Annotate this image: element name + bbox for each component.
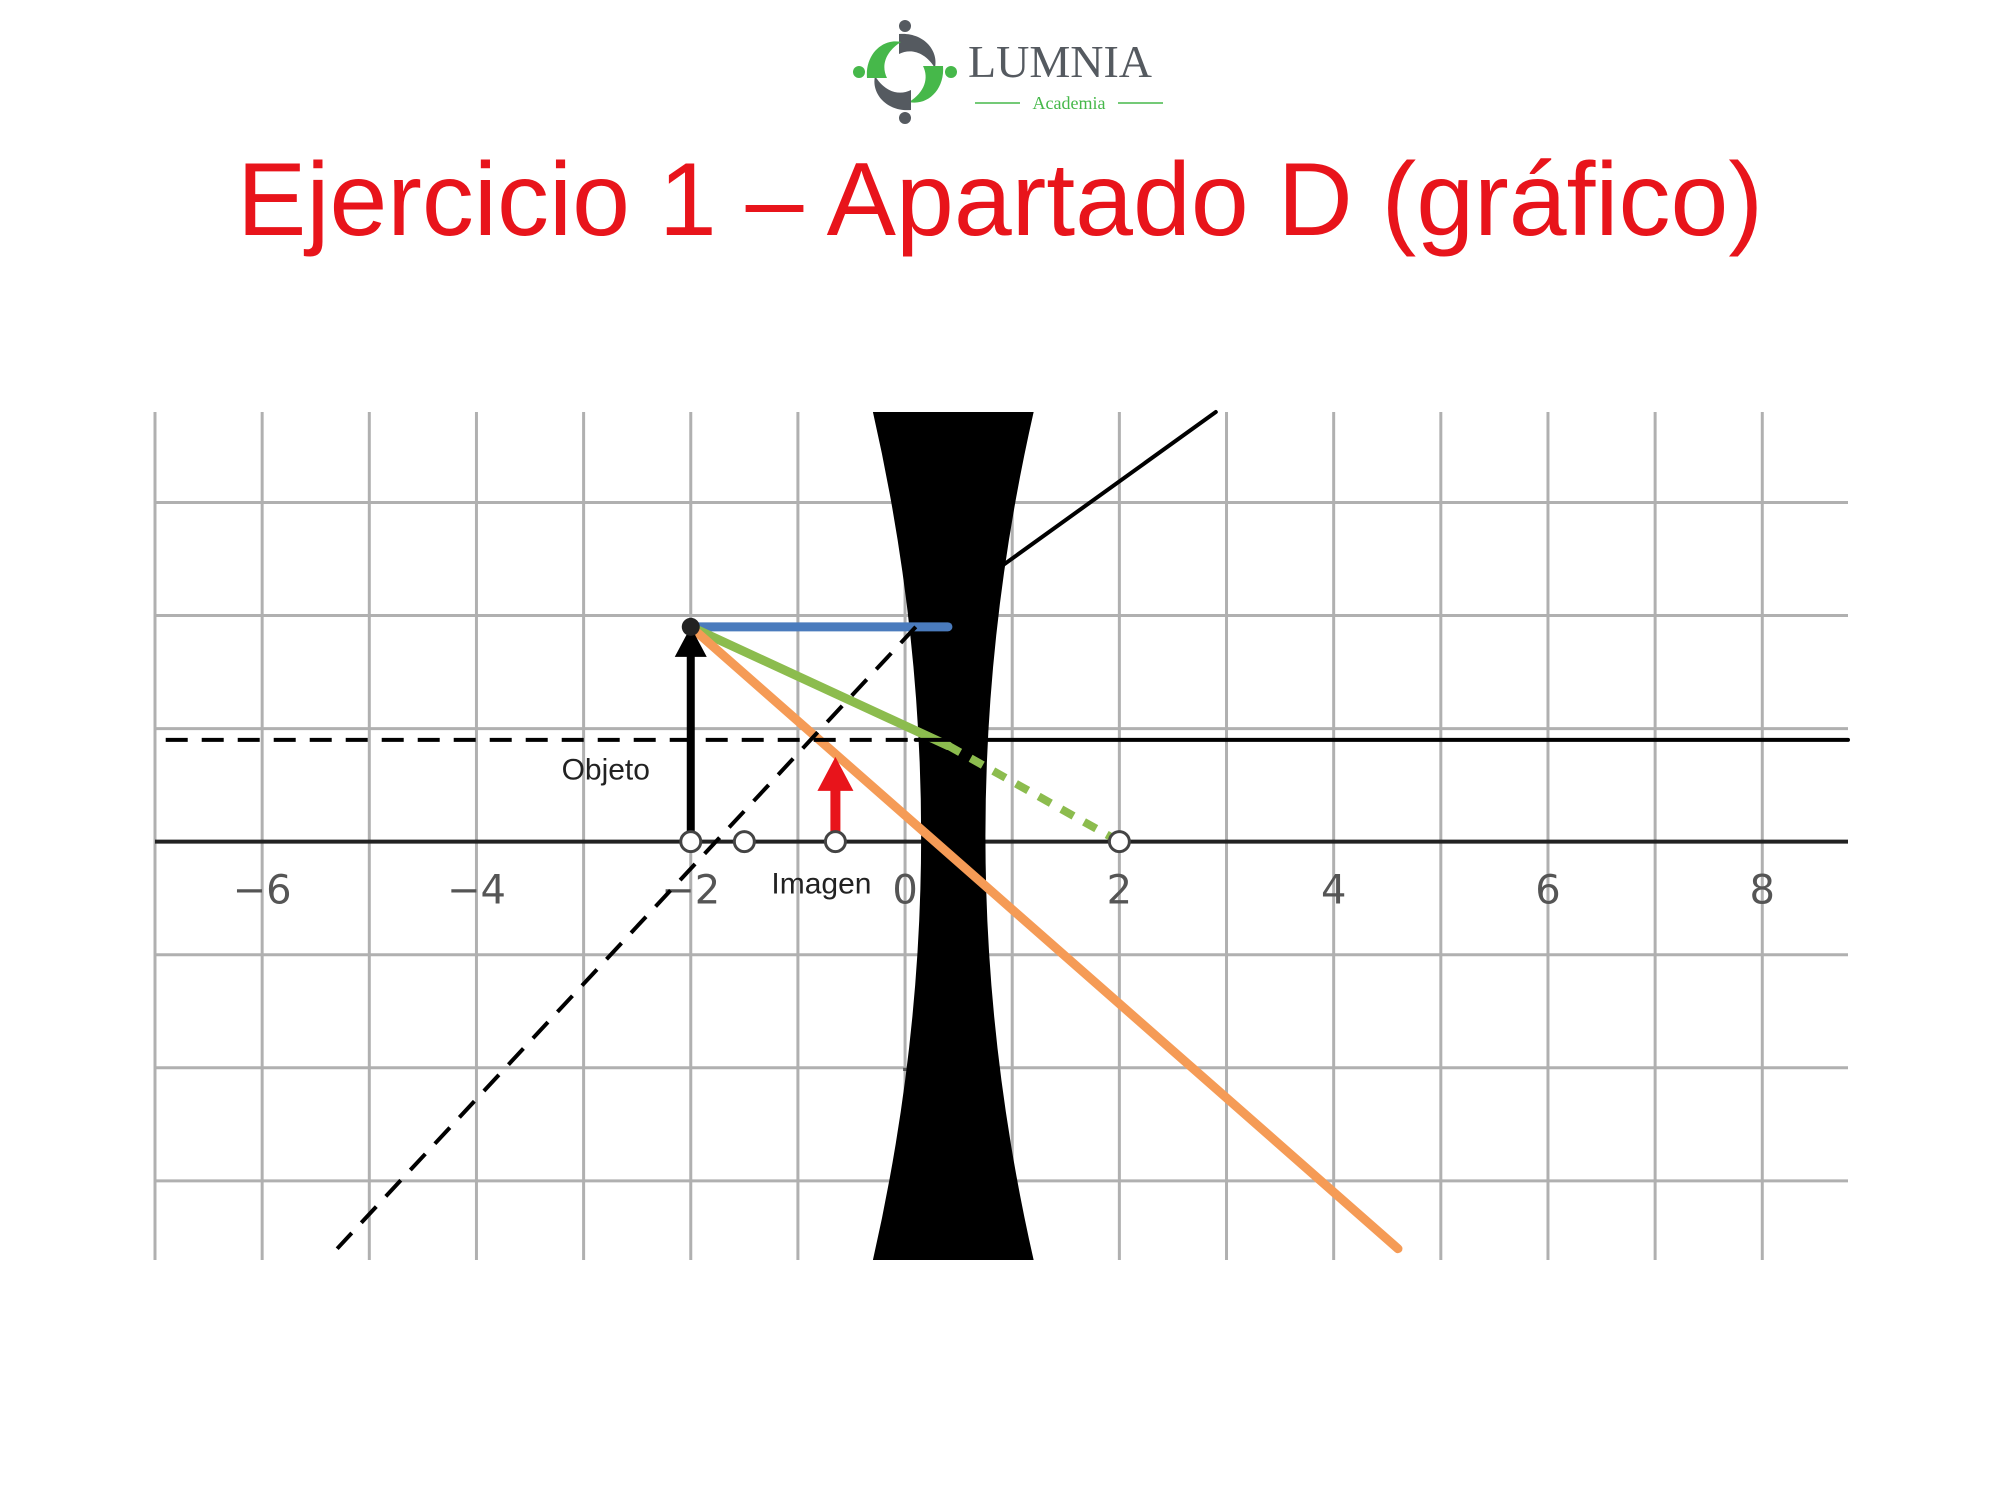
green-ray — [686, 622, 953, 751]
x-tick-label: 2 — [1107, 868, 1132, 914]
axis-point — [732, 830, 756, 854]
x-tick-label: 0 — [892, 868, 917, 914]
lumnia-logo-mark: LUMNIA Academia — [853, 20, 1163, 124]
brand-name: LUMNIA — [968, 36, 1152, 87]
objeto-label: Objeto — [562, 753, 650, 786]
slide-title: Ejercicio 1 – Apartado D (gráfico) — [236, 142, 1764, 258]
x-tick-label: 4 — [1321, 868, 1346, 914]
axis-point — [823, 830, 847, 854]
x-tick-label: 6 — [1535, 868, 1560, 914]
arrows — [674, 617, 854, 842]
diverging-lens — [872, 412, 1034, 1260]
axis-point — [679, 830, 703, 854]
objeto-tip-point — [681, 617, 700, 636]
lens — [872, 412, 1034, 1260]
x-tick-label: −2 — [661, 868, 720, 914]
black-virtual-extension — [335, 625, 918, 1251]
focal-points — [679, 830, 1131, 854]
orange-ray — [686, 622, 1403, 1254]
imagen-label: Imagen — [771, 868, 871, 901]
x-tick-label: −4 — [447, 868, 506, 914]
x-tick-label: −6 — [233, 868, 292, 914]
lumnia-logo: LUMNIA Academia — [850, 15, 1180, 130]
brand-sub: Academia — [1033, 93, 1106, 113]
black-refracted-ray — [978, 410, 1218, 584]
x-tick-label: 8 — [1750, 868, 1775, 914]
axis-point — [1107, 830, 1131, 854]
objeto-arrow-head — [674, 626, 707, 657]
imagen-arrow-head — [817, 756, 854, 791]
rays — [165, 410, 1850, 1254]
green-ray-virtual — [945, 742, 1122, 846]
